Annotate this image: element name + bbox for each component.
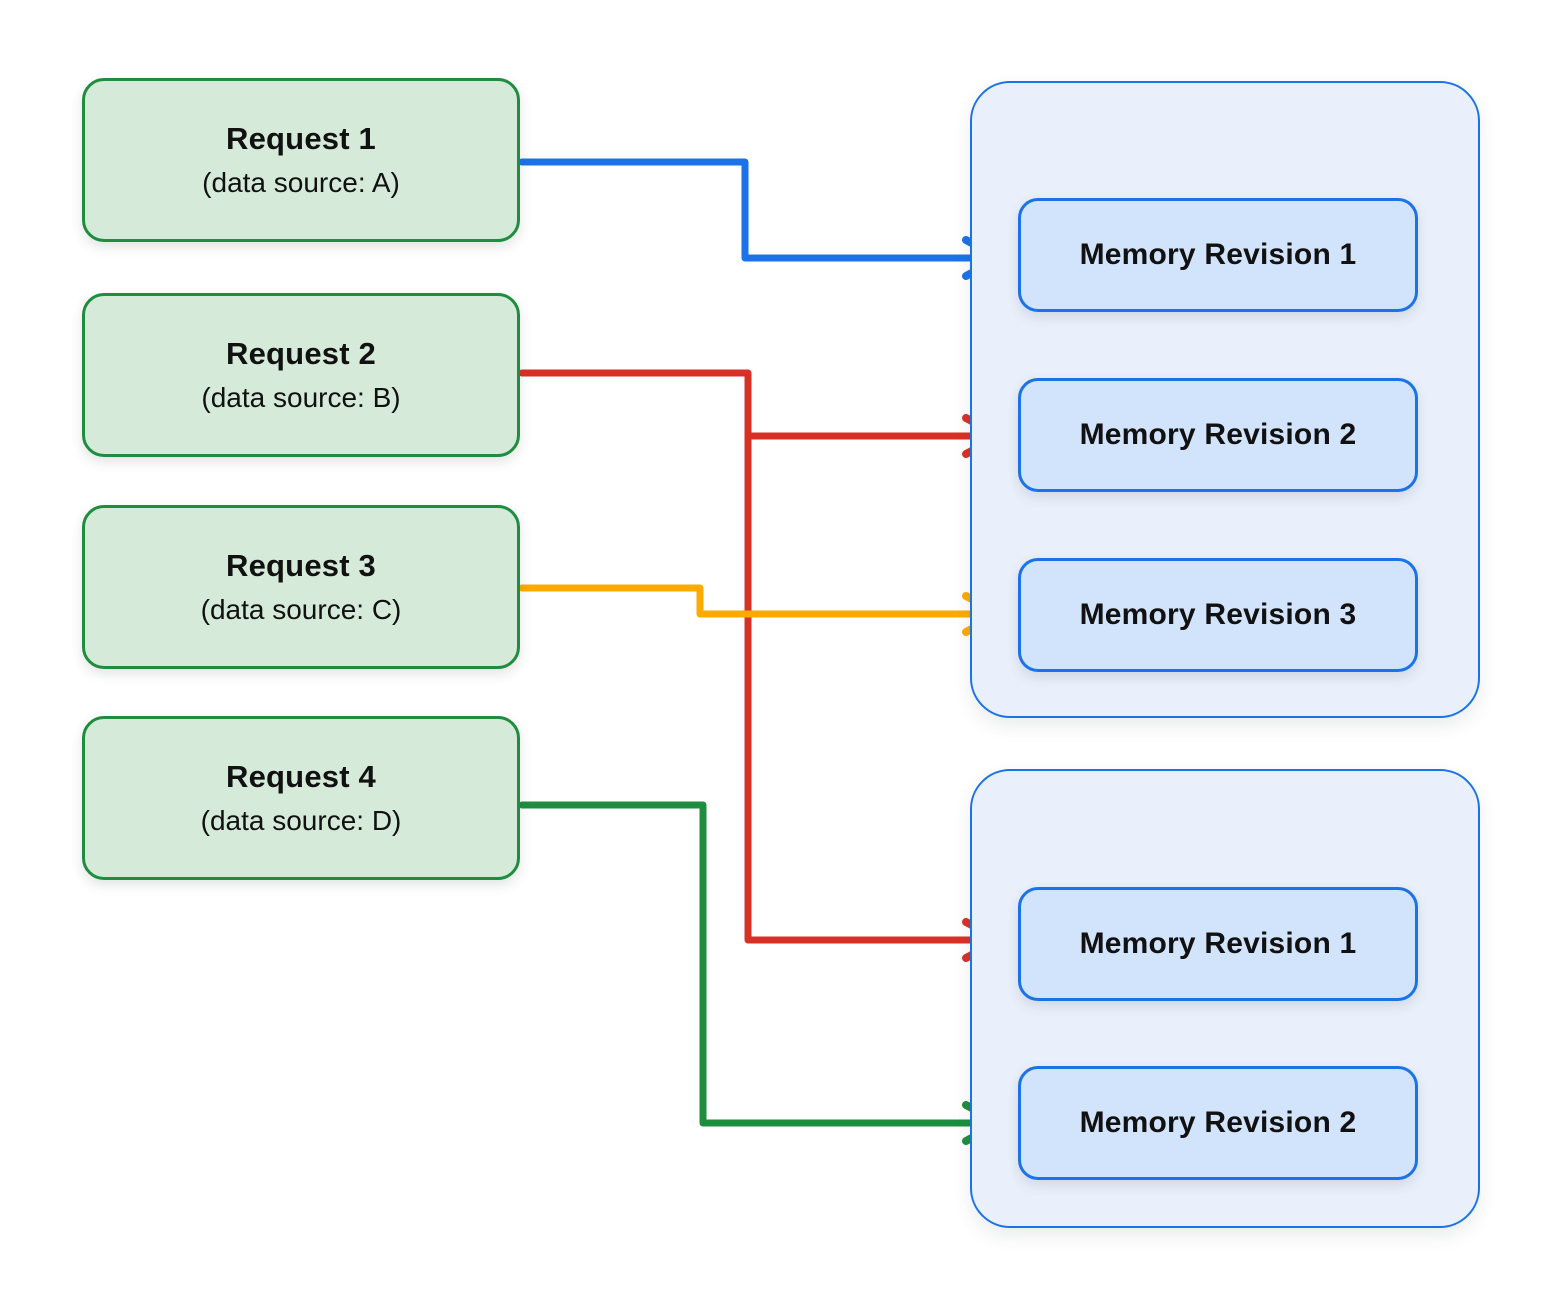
arrow-request2-to-m2r1	[518, 369, 984, 944]
request-2-datasource: (data source: B)	[201, 382, 401, 413]
memory-2-container: Memory 2 Memory Revision 1 Memory Revisi…	[970, 769, 1480, 1228]
request-box-1: Request 1 (data source: A)	[82, 78, 520, 242]
request-1-title: Request 1	[226, 121, 376, 156]
request-2-title: Request 2	[226, 336, 376, 371]
request-4-datasource: (data source: D)	[200, 805, 402, 836]
request-box-2: Request 2 (data source: B)	[82, 293, 520, 457]
request-4-title: Request 4	[226, 759, 376, 794]
request-box-4: Request 4 (data source: D)	[82, 716, 520, 880]
memory-2-revision-2: Memory Revision 2	[1018, 1066, 1418, 1180]
memory-1-revision-3: Memory Revision 3	[1018, 558, 1418, 672]
memory-1-revision-1: Memory Revision 1	[1018, 198, 1418, 312]
arrow-request4-to-m2r2	[518, 801, 984, 1127]
arrow-request1-to-m1r1	[518, 158, 984, 262]
memory-1-container: Memory 1 Memory Revision 1 Memory Revisi…	[970, 81, 1480, 718]
memory-2-revision-1: Memory Revision 1	[1018, 887, 1418, 1001]
request-3-title: Request 3	[226, 548, 376, 583]
request-1-datasource: (data source: A)	[202, 167, 400, 198]
request-box-3: Request 3 (data source: C)	[82, 505, 520, 669]
memory-1-revision-2: Memory Revision 2	[1018, 378, 1418, 492]
request-3-datasource: (data source: C)	[200, 594, 402, 625]
arrow-request3-to-m1r3	[518, 584, 984, 618]
